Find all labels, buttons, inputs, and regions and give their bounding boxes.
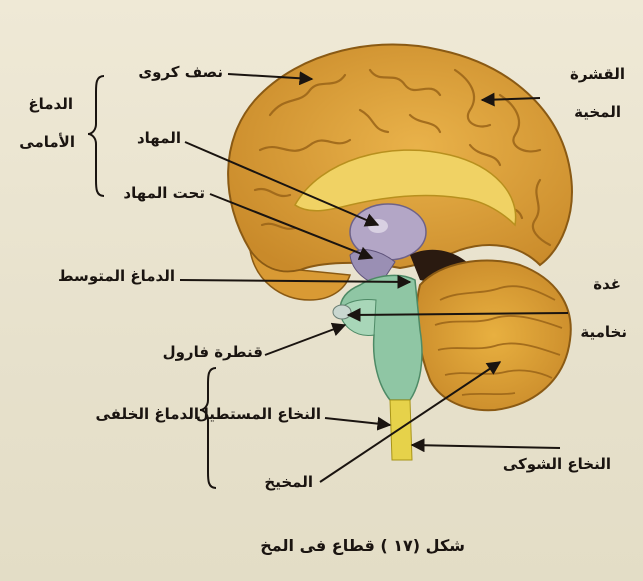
pointer-pons [265,325,345,355]
pointer-spinal [412,445,560,448]
label-forebrain-line1: الدماغ [28,96,73,113]
figure-caption: شكل (١٧ ) قطاع فى المخ [260,536,465,555]
label-pituitary-line2: نخامية [580,324,627,341]
pointer-medulla [325,418,390,425]
label-cortex-line1: القشرة [570,66,625,83]
label-spinal-cord: النخاع الشوكى [503,456,611,473]
label-forebrain-line2: الأمامى [19,134,75,151]
pituitary [333,305,351,319]
label-hemisphere: نصف كروى [138,64,223,81]
label-cerebellum: المخيخ [264,474,313,491]
label-cortex-line2: المخية [574,104,621,121]
hindbrain-brace [200,368,216,488]
label-thalamus: المهاد [137,130,181,147]
label-hindbrain: الدماغ الخلفى [95,406,199,423]
label-hypothalamus: تحت المهاد [123,185,205,202]
brainstem [340,275,422,400]
label-pituitary-line1: غدة [593,276,621,293]
label-medulla: النخاع المستطيل [196,406,321,423]
label-pons: قنطرة فارول [163,344,263,361]
label-midbrain: الدماغ المتوسط [58,268,175,285]
forebrain-brace [88,76,104,196]
spinal-cord [390,400,412,460]
cerebellum [417,261,571,411]
